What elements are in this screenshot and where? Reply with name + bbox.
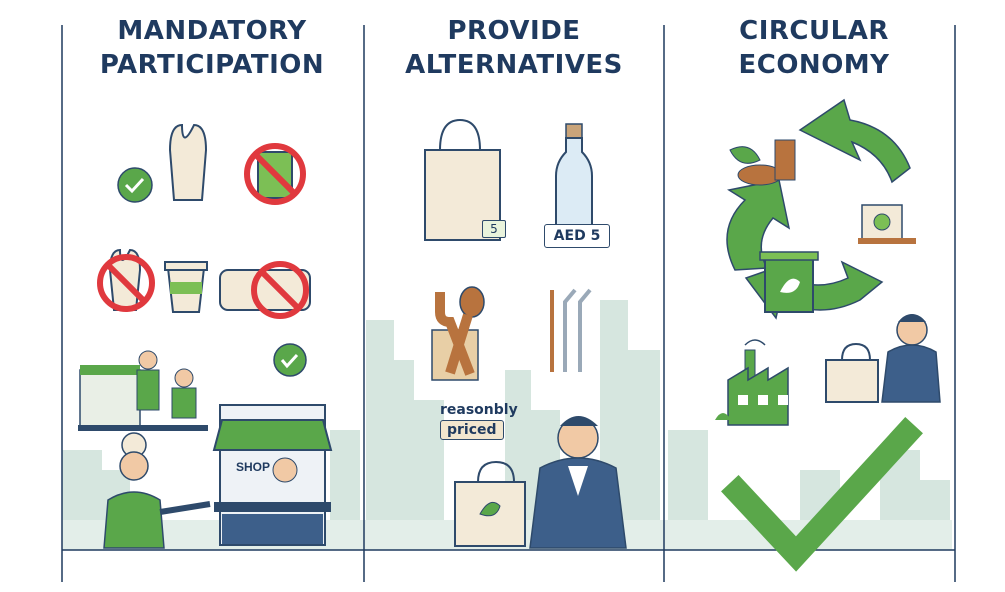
market-stall-illustration [78,350,208,431]
plastic-bag-icon [168,123,208,201]
bag-price-tag: 5 [482,220,506,238]
organic-produce-icon [729,139,796,186]
column-title-provide-alternatives: PROVIDE ALTERNATIVES [364,14,664,82]
recycled-wood-box-icon [858,204,916,244]
column-title-circular-economy: CIRCULAR ECONOMY [664,14,964,82]
column-dividers [61,25,956,582]
title-line-1: MANDATORY [117,16,307,46]
no-plastic-bag-icon [97,248,155,312]
chef-vendor-illustration [103,432,211,549]
businessman-holding-bag-illustration [825,314,941,403]
title-line-1: CIRCULAR [739,16,889,46]
large-checkmark-icon [721,417,923,572]
shop-kiosk-illustration [212,404,333,546]
title-line-1: PROVIDE [447,16,581,46]
column-title-mandatory-participation: MANDATORY PARTICIPATION [62,14,362,82]
glass-bottle-icon [555,123,593,227]
paper-cup-icon [164,261,208,313]
priced-text: priced [440,420,504,440]
reusable-straws-icon [550,288,592,372]
title-line-2: ECONOMY [738,50,890,80]
reasonably-text: reasonbly [440,402,518,418]
title-line-2: PARTICIPATION [99,50,325,80]
wooden-cutlery-icon [431,286,485,381]
check-circle-icon [273,343,307,377]
reasonably-priced-label: reasonbly priced [440,402,518,440]
title-line-2: ALTERNATIVES [405,50,623,80]
compost-bin-icon [759,251,819,313]
check-circle-icon [117,167,153,203]
no-plastic-cup-icon [244,143,306,205]
bottle-price-tag: AED 5 [544,224,610,248]
green-factory-icon [715,339,789,426]
shop-sign-label: SHOP [236,460,271,474]
no-foam-container-icon [219,261,311,319]
businessman-with-bag-illustration [454,416,627,549]
